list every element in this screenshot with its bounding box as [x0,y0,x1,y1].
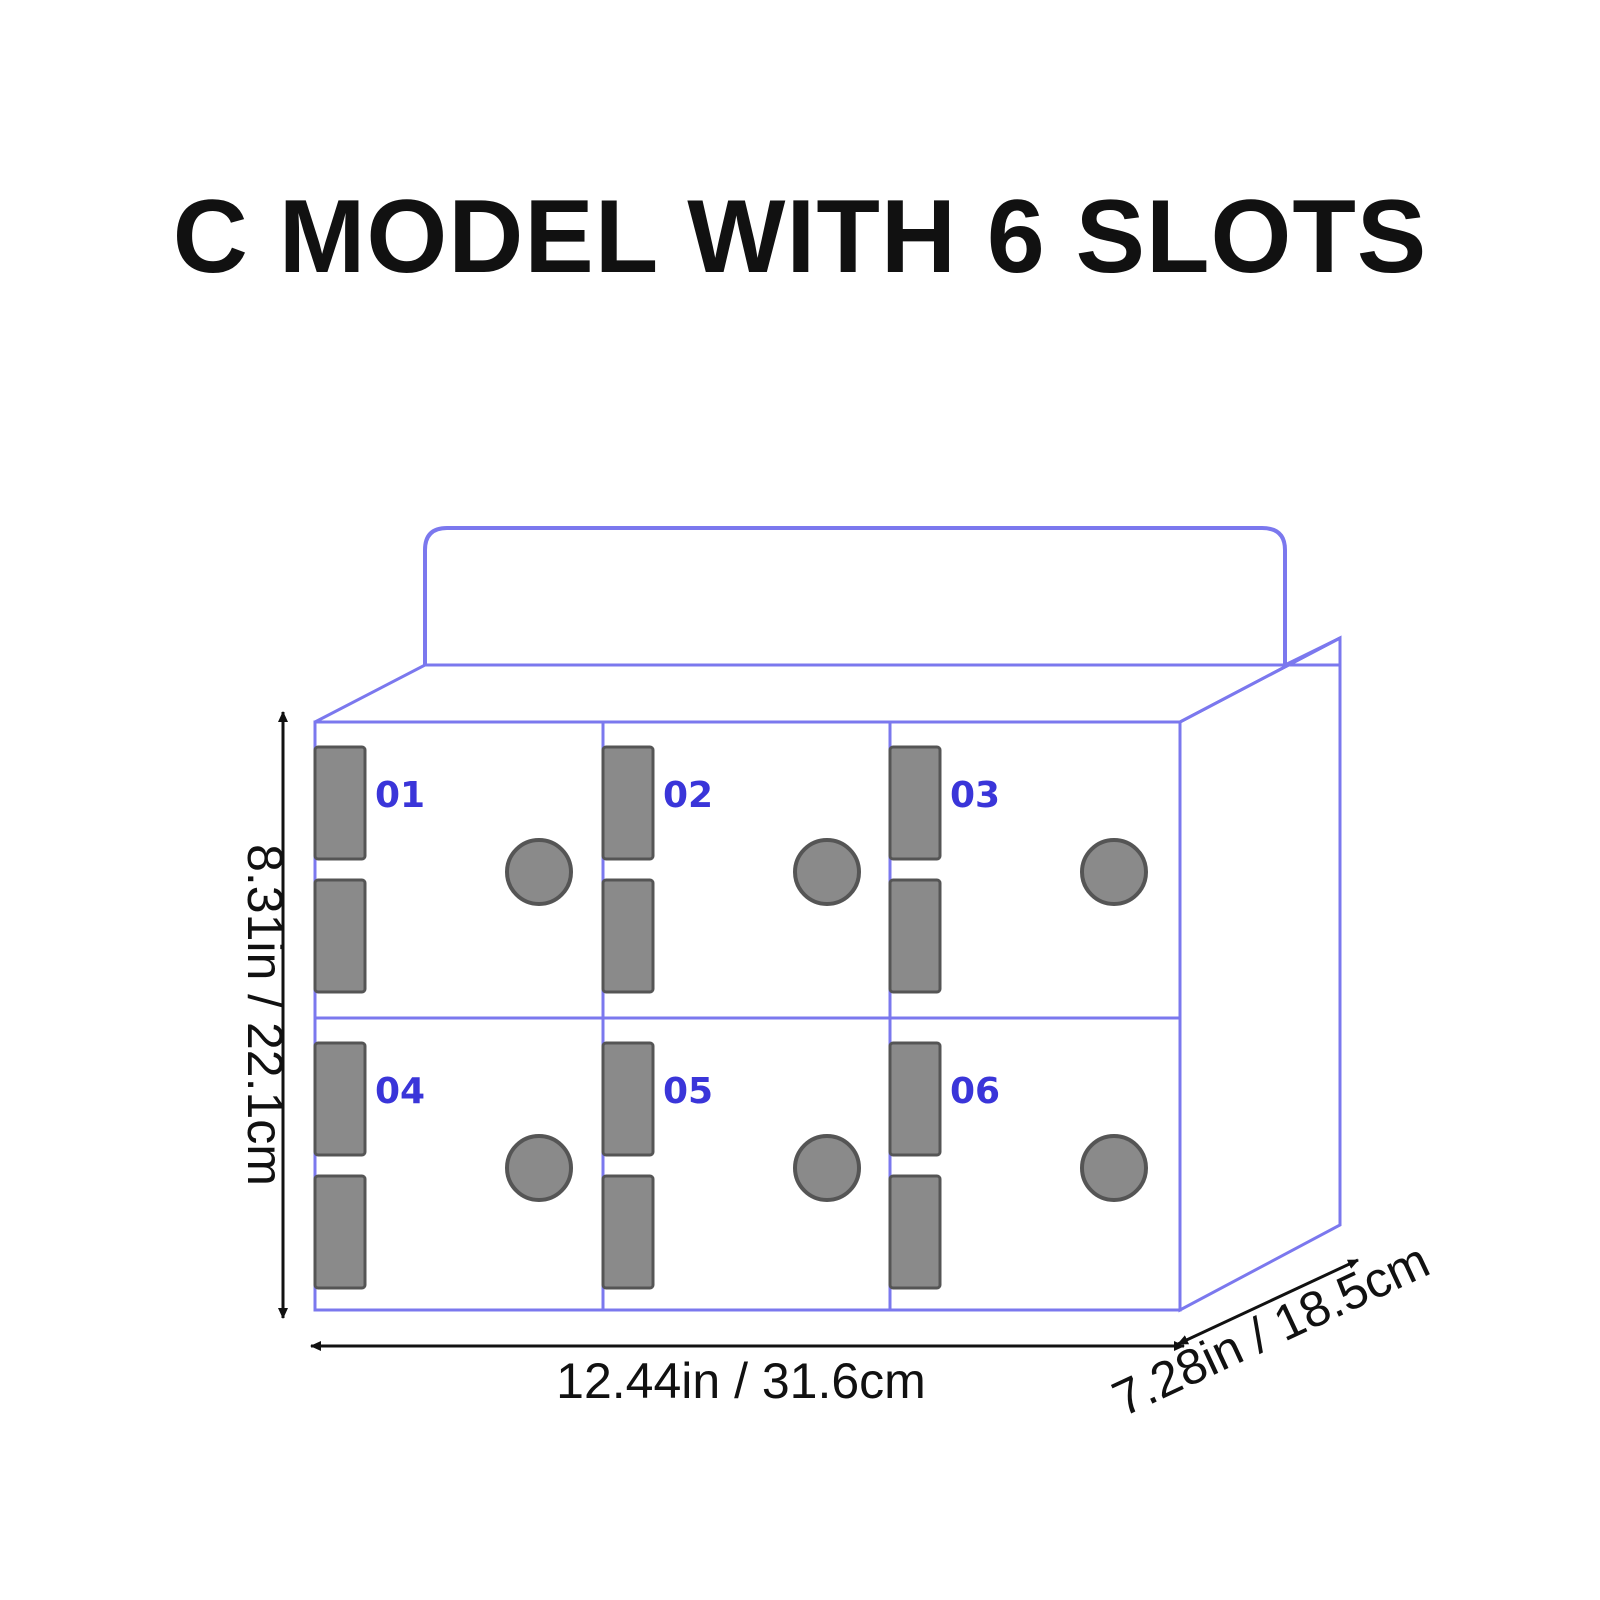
slot-number: 01 [375,775,425,816]
slot-number: 06 [950,1071,1000,1112]
slot-number: 02 [663,775,713,816]
lock-knob-icon [505,1134,573,1202]
slot-grid: 01 02 03 04 05 06 [313,745,1148,1290]
height-dimension-label: 8.31in / 22.1cm [237,844,293,1186]
hinge-upper [313,1041,367,1157]
hinge-upper [601,745,655,861]
lock-knob-icon [505,838,573,906]
lock-knob-icon [793,838,861,906]
locker-slot: 03 [888,745,1148,994]
slot-number: 03 [950,775,1000,816]
hinge-upper [888,1041,942,1157]
depth-dimension-arrow [1177,1258,1359,1346]
diagram-title: C MODEL WITH 6 SLOTS [172,179,1428,295]
hinge-lower [313,1174,367,1290]
hinge-lower [313,878,367,994]
hinge-lower [888,1174,942,1290]
slot-number: 04 [375,1071,425,1112]
locker-slot: 06 [888,1041,1148,1290]
locker-slot: 05 [601,1041,861,1290]
back-panel [423,526,1287,665]
lock-knob-icon [1080,838,1148,906]
cabinet-front [313,720,1182,1312]
locker-slot: 01 [313,745,573,994]
lock-knob-icon [1080,1134,1148,1202]
hinge-upper [888,745,942,861]
hinge-lower [601,878,655,994]
hinge-upper [601,1041,655,1157]
cabinet-side [1178,635,1342,1313]
locker-slot: 02 [601,745,861,994]
lock-knob-icon [793,1134,861,1202]
hinge-upper [313,745,367,861]
cabinet-top [314,635,1342,724]
hinge-lower [888,878,942,994]
slot-number: 05 [663,1071,713,1112]
width-dimension-label: 12.44in / 31.6cm [556,1353,926,1409]
locker-slot: 04 [313,1041,573,1290]
hinge-lower [601,1174,655,1290]
